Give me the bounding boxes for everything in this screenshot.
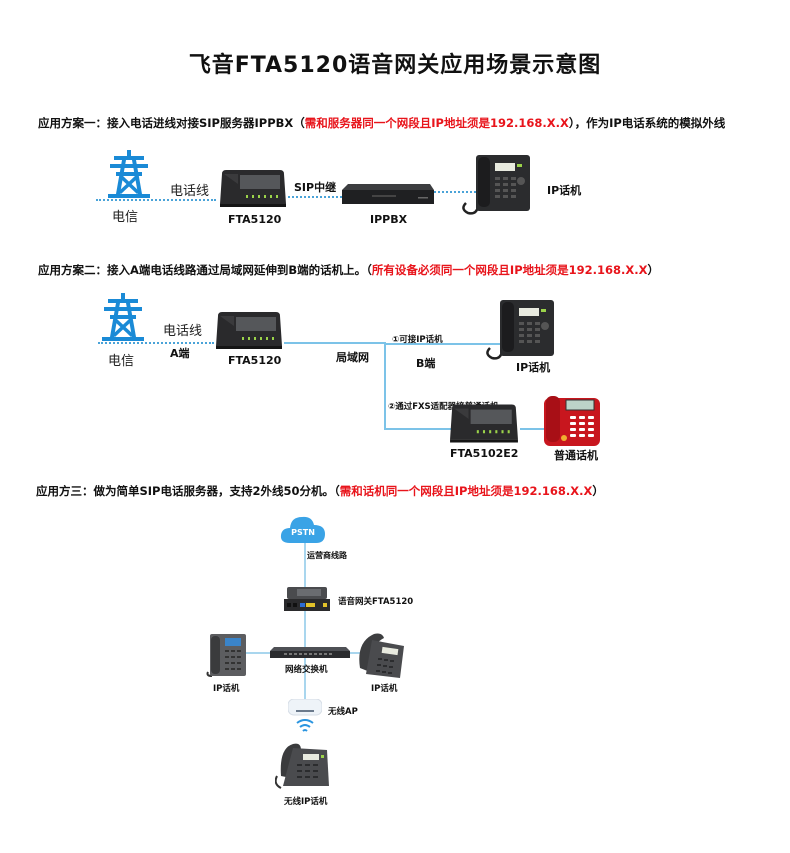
wireless-ap-icon [288, 699, 322, 717]
scenario2-heading-note: 所有设备必须同一个网段且IP地址须是192.168.X.X [371, 263, 648, 277]
gateway-device-icon [214, 312, 284, 350]
scenario2-option2-label: ②通过FXS适配器接普通话机 [388, 402, 499, 412]
scenario1-heading: 应用方案一：接入电话进线对接SIP服务器IPPBX（需和服务器同一个网段且IP地… [38, 115, 725, 131]
ip-phone-right-label: IP话机 [371, 684, 398, 694]
ip-phone-left-icon [206, 634, 248, 678]
scenario2-phone-line-label: 电话线 [163, 324, 203, 339]
pstn-cloud-icon [280, 513, 326, 545]
scenario1-ip-line [434, 191, 476, 193]
adapter-device-icon [448, 404, 520, 444]
scenario2-option1-line [384, 343, 506, 345]
page-title: 飞音FTA5120语音网关应用场景示意图 [188, 53, 602, 78]
scenario2-analog-line [520, 428, 546, 430]
scenario2-lan-line [284, 342, 386, 344]
switch-label: 网络交换机 [285, 665, 328, 675]
power-tower-icon [102, 293, 144, 341]
scenario3-heading-suffix: ） [592, 484, 604, 498]
gateway-device-icon [218, 170, 288, 208]
scenario3-trunk-line [304, 540, 306, 700]
wireless-ip-phone-icon [275, 742, 331, 790]
scenario2-ip-phone-label: IP话机 [516, 361, 551, 374]
scenario1-gateway-label: FTA5120 [228, 213, 282, 226]
ip-phone-right-icon [356, 632, 408, 680]
scenario3-heading-note: 需和话机同一个网段且IP地址须是192.168.X.X [339, 484, 593, 498]
scenario1-heading-prefix: 应用方案一：接入电话进线对接SIP服务器IPPBX（ [38, 116, 305, 130]
ip-phone-icon [462, 155, 532, 217]
ippbx-device-icon [342, 184, 434, 206]
scenario2-b-end-label: B端 [416, 357, 436, 370]
scenario1-ip-phone-label: IP话机 [547, 184, 582, 197]
wifi-signal-icon [296, 719, 314, 733]
wireless-ap-label: 无线AP [328, 707, 358, 717]
scenario3-heading: 应用方三：做为简单SIP电话服务器，支持2外线50分机。（需和话机同一个网段且I… [36, 483, 604, 499]
scenario2-gateway-label: FTA5120 [228, 354, 282, 367]
scenario2-heading-suffix: ） [647, 263, 659, 277]
scenario3-heading-prefix: 应用方三：做为简单SIP电话服务器，支持2外线50分机。（ [36, 484, 340, 498]
scenario2-option2-line [384, 428, 454, 430]
scenario1-phone-line-label: 电话线 [170, 184, 210, 199]
scenario1-sip-trunk-label: SIP中继 [294, 181, 337, 194]
scenario1-telecom-label: 电信 [112, 210, 139, 225]
scenario3-gateway-label: 语音网关FTA5120 [338, 597, 414, 607]
ip-phone-left-label: IP话机 [213, 684, 240, 694]
network-switch-icon [270, 647, 350, 659]
scenario2-option1-label: ①可接IP话机 [392, 335, 443, 345]
wireless-ip-phone-label: 无线IP话机 [284, 797, 328, 807]
power-tower-icon [108, 150, 150, 198]
scenario2-heading-prefix: 应用方案二：接入A端电话线路通过局域网延伸到B端的话机上。（ [38, 263, 372, 277]
pstn-label: PSTN [291, 528, 315, 537]
scenario2-heading: 应用方案二：接入A端电话线路通过局域网延伸到B端的话机上。（所有设备必须同一个网… [38, 262, 659, 278]
scenario2-analog-phone-label: 普通话机 [554, 449, 598, 462]
scenario1-heading-suffix: ），作为IP电话系统的模拟外线 [568, 116, 726, 130]
scenario1-phone-line [96, 199, 216, 201]
scenario1-ippbx-label: IPPBX [370, 213, 408, 226]
scenario1-heading-note: 需和服务器同一个网段且IP地址须是192.168.X.X [304, 116, 569, 130]
scenario2-lan-vertical-line [384, 342, 386, 430]
gateway-device-icon [283, 587, 331, 613]
scenario2-telecom-label: 电信 [108, 354, 135, 369]
scenario2-a-end-label: A端 [170, 347, 190, 360]
scenario2-lan-label: 局域网 [336, 351, 369, 364]
scenario2-phone-line [98, 342, 214, 344]
analog-phone-icon [544, 394, 600, 446]
ip-phone-icon [486, 300, 556, 362]
carrier-line-label: 运营商线路 [307, 551, 347, 560]
scenario1-sip-trunk-line [288, 196, 342, 198]
scenario2-adapter-label: FTA5102E2 [450, 447, 519, 460]
